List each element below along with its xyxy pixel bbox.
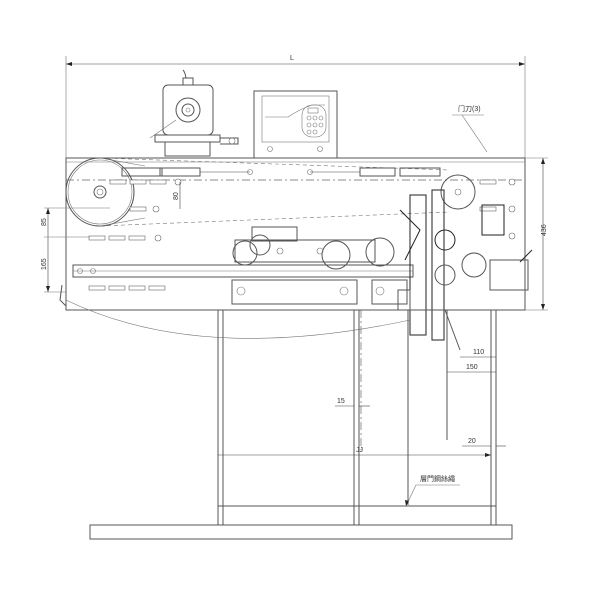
belt-upper <box>99 157 451 171</box>
dimension-15: 15 <box>335 398 370 407</box>
door-knife-mechanism <box>397 189 533 351</box>
left-cable <box>59 284 411 339</box>
svg-text:20: 20 <box>468 438 476 445</box>
svg-text:110: 110 <box>473 349 484 356</box>
svg-text:80: 80 <box>173 192 180 200</box>
door-track <box>72 264 414 278</box>
dimension-20: 20 <box>462 438 506 447</box>
dimension-l-label: L <box>290 55 294 62</box>
slot-row-right <box>479 178 516 240</box>
svg-text:JJ: JJ <box>356 447 363 454</box>
wire-rope-callout: 層門鋼絲繩 <box>405 474 460 507</box>
dimension-jj: JJ <box>218 447 491 457</box>
dimension-110-150: 110 150 <box>447 349 496 373</box>
svg-text:層門鋼絲繩: 層門鋼絲繩 <box>420 474 455 483</box>
dimension-left: 85 165 <box>41 207 110 293</box>
door-knife-label: 门刀(3) <box>458 104 481 113</box>
dimension-80: 80 <box>173 182 181 209</box>
hanger-brackets-top <box>121 167 441 177</box>
controller-box <box>253 90 338 159</box>
svg-text:165: 165 <box>41 258 48 270</box>
svg-text:85: 85 <box>41 218 48 226</box>
svg-text:15: 15 <box>337 398 345 405</box>
slot-row-1 <box>109 178 182 186</box>
belt-lower <box>99 211 451 227</box>
door-knife-callout: 门刀(3) <box>452 104 488 153</box>
slot-row-3 <box>88 234 162 242</box>
slot-row-2 <box>129 205 160 213</box>
door-panels <box>217 309 497 526</box>
idler-pulley <box>440 174 476 210</box>
svg-text:150: 150 <box>466 364 478 371</box>
slot-row-4 <box>88 285 166 291</box>
motor-assembly <box>149 69 239 157</box>
dimension-height-436: 436 <box>525 157 548 311</box>
dimension-overall-length: L <box>65 55 526 160</box>
left-door-panel <box>217 309 497 526</box>
left-door-hanger <box>231 226 408 305</box>
door-sill <box>89 524 513 540</box>
svg-text:436: 436 <box>541 224 548 236</box>
